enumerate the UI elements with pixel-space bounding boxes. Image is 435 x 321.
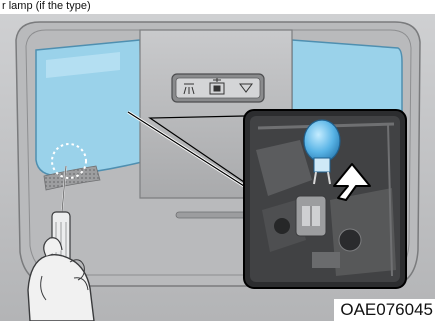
figure-code: OAE076045: [334, 299, 435, 321]
console-handle: [176, 212, 246, 218]
right-lamp-lens: [292, 40, 402, 112]
